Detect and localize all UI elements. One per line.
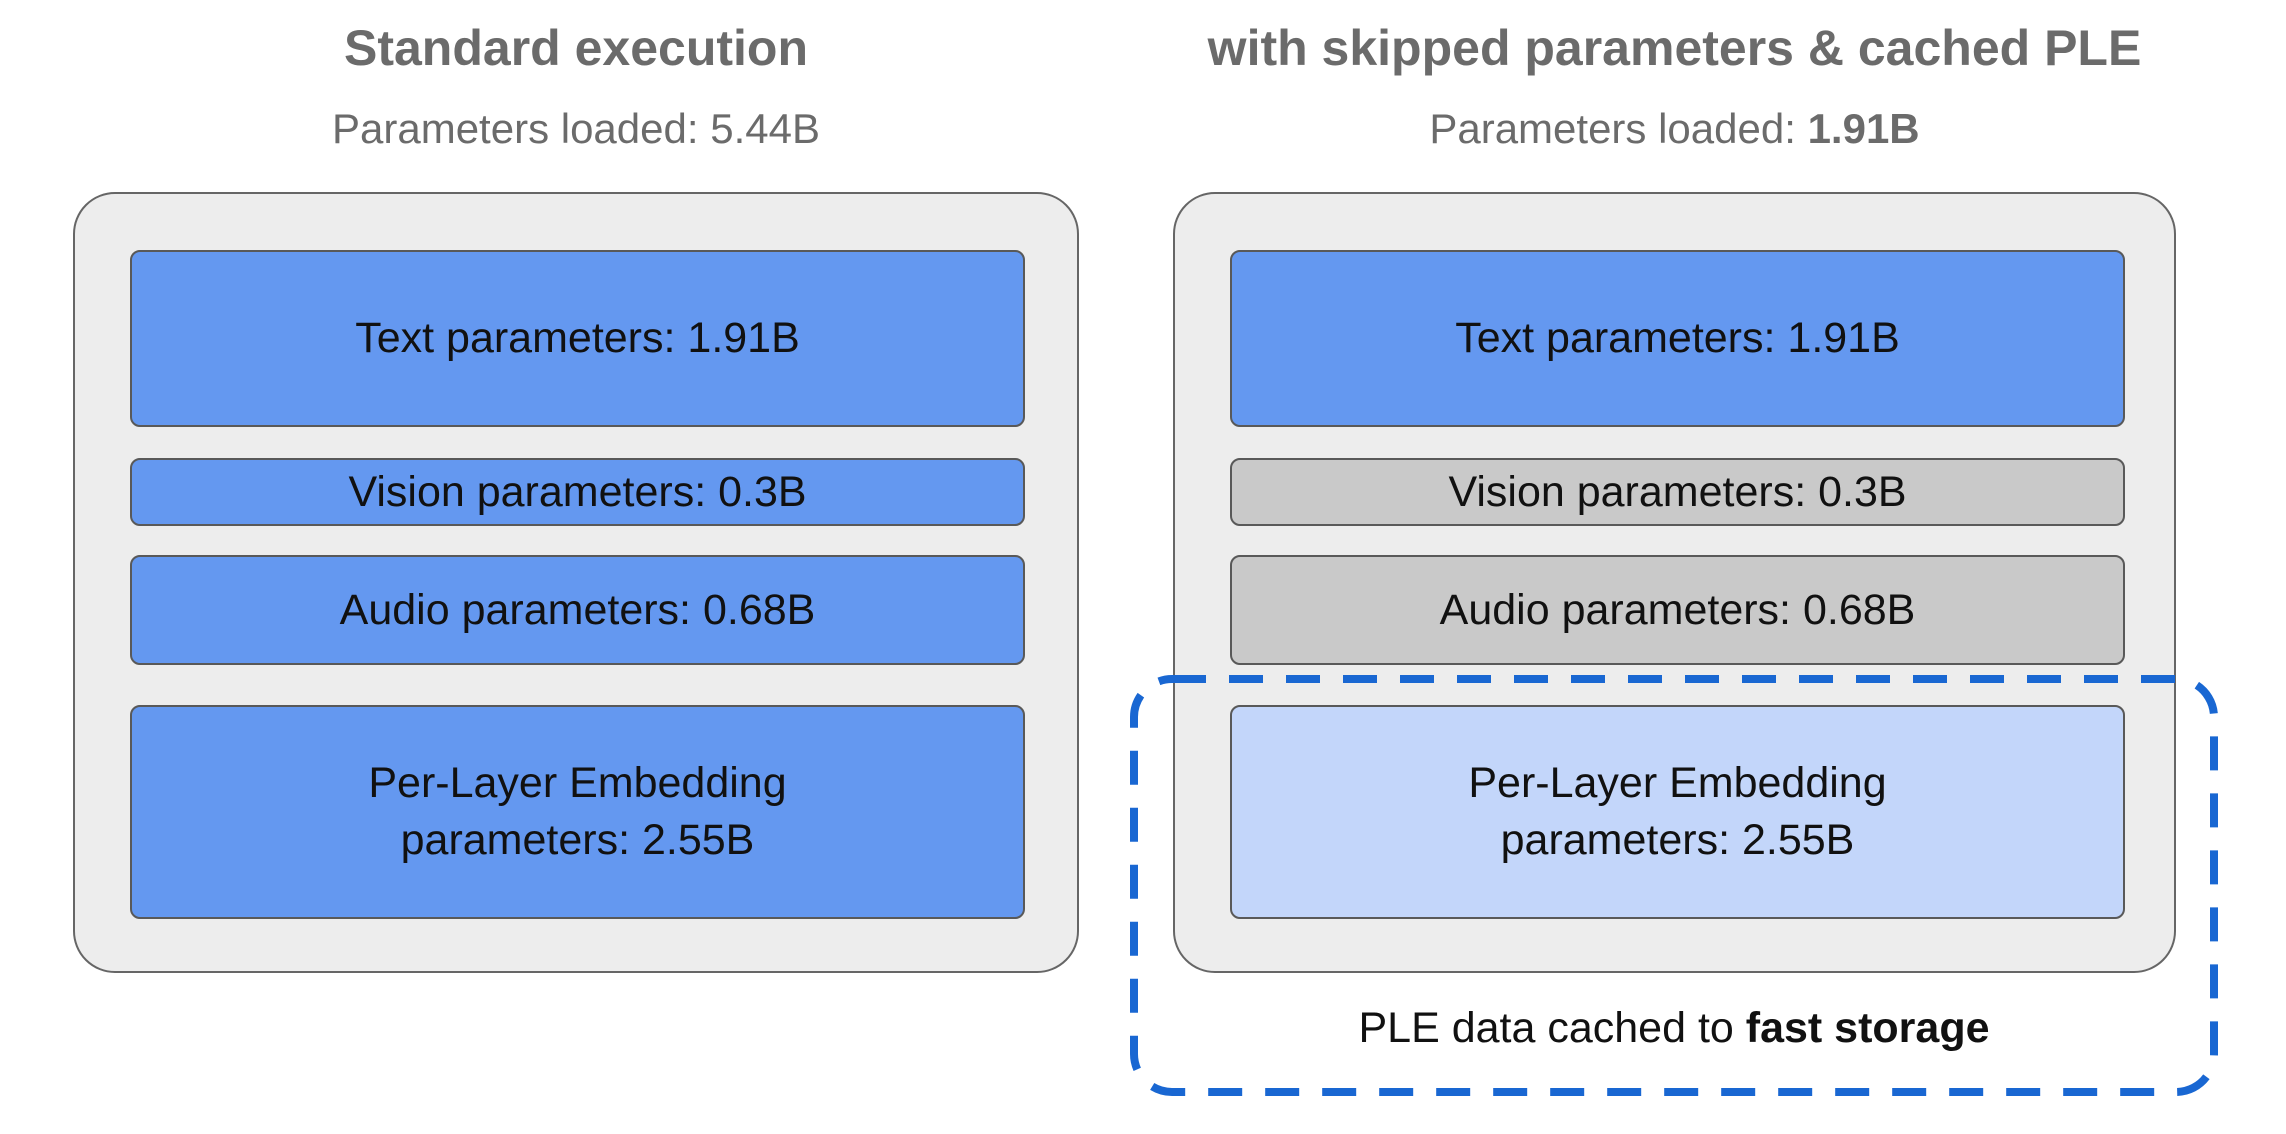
right-param-box-ple-cached: Per-Layer Embedding parameters: 2.55B [1230,705,2125,919]
left-param-box-vision-label: Vision parameters: 0.3B [348,467,807,516]
right-ple-label-line1: Per-Layer Embedding [1468,759,1887,808]
ple-cache-note-prefix: PLE data cached to [1358,1004,1746,1052]
left-subtitle-value: 5.44B [710,105,820,152]
ple-cache-note: PLE data cached to fast storage [1134,1003,2214,1055]
right-ple-label-line2: parameters: 2.55B [1500,816,1855,864]
left-param-box-ple: Per-Layer Embedding parameters: 2.55B [130,705,1025,919]
left-ple-label-line1: Per-Layer Embedding [368,759,787,808]
left-subtitle-prefix: Parameters loaded: [332,105,711,152]
left-param-box-ple-label: Per-Layer Embedding parameters: 2.55B [368,755,786,869]
ple-cache-note-emphasis: fast storage [1745,1004,1990,1052]
right-param-box-vision-label: Vision parameters: 0.3B [1448,467,1907,516]
left-ple-label-line2: parameters: 2.55B [400,816,755,864]
right-param-box-vision-skipped: Vision parameters: 0.3B [1230,458,2125,526]
right-param-box-audio-label: Audio parameters: 0.68B [1439,585,1916,634]
left-panel-title: Standard execution [344,20,808,76]
right-param-box-ple-label: Per-Layer Embedding parameters: 2.55B [1468,755,1886,869]
left-param-box-text: Text parameters: 1.91B [130,250,1025,427]
left-param-box-vision: Vision parameters: 0.3B [130,458,1025,526]
left-model-container: Text parameters: 1.91B Vision parameters… [73,192,1079,973]
right-subtitle-prefix: Parameters loaded: [1429,105,1808,152]
right-subtitle-value: 1.91B [1807,105,1920,152]
right-model-container: Text parameters: 1.91B Vision parameters… [1173,192,2176,973]
ple-cache-dashed-outline [1130,675,2218,1096]
right-panel-subtitle: Parameters loaded: 1.91B [1173,104,2176,154]
right-panel-title: with skipped parameters & cached PLE [1207,20,2142,76]
left-param-box-audio: Audio parameters: 0.68B [130,555,1025,665]
left-panel-subtitle: Parameters loaded: 5.44B [73,104,1079,154]
left-param-box-text-label: Text parameters: 1.91B [355,314,800,363]
right-param-box-audio-skipped: Audio parameters: 0.68B [1230,555,2125,665]
right-param-box-text-label: Text parameters: 1.91B [1455,314,1900,363]
left-param-box-audio-label: Audio parameters: 0.68B [339,585,816,634]
right-param-box-text: Text parameters: 1.91B [1230,250,2125,427]
